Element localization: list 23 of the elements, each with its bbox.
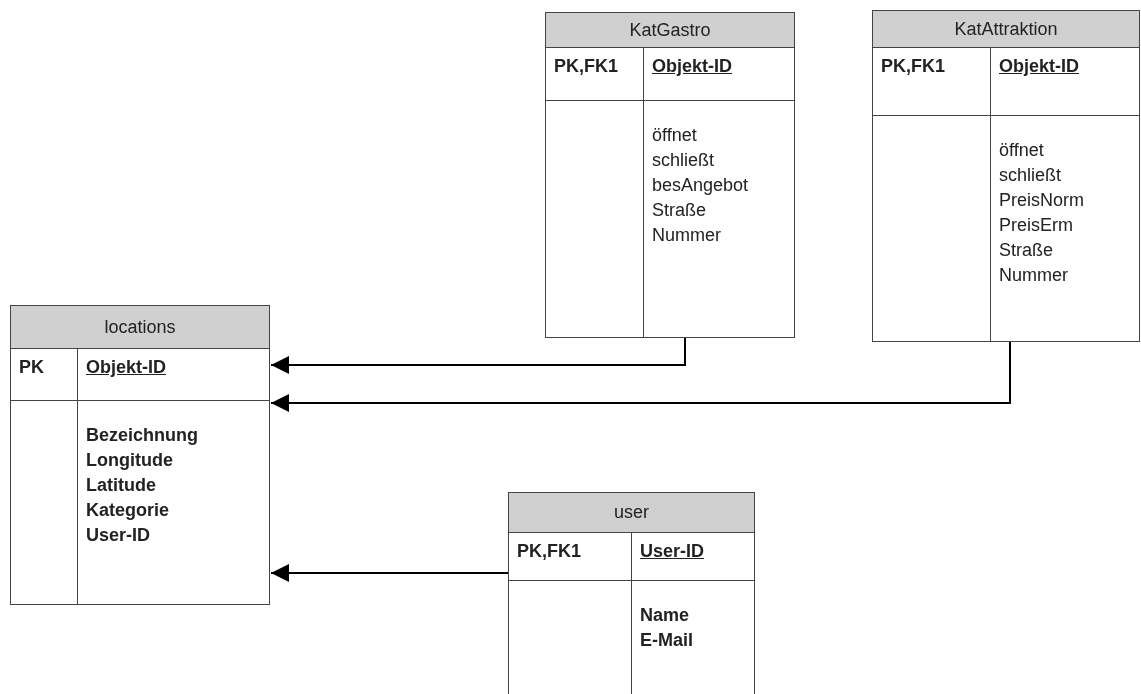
- arrow: [270, 341, 1011, 412]
- primary-key-field: User-ID: [640, 541, 705, 561]
- table-header: KatGastro: [546, 13, 794, 48]
- key-type-label: PK,FK1: [517, 541, 581, 561]
- key-type-label: PK: [19, 357, 44, 377]
- primary-key-field: Objekt-ID: [86, 357, 166, 377]
- table-header: locations: [11, 306, 269, 349]
- arrow: [270, 564, 509, 582]
- primary-key-field: Objekt-ID: [652, 56, 732, 76]
- entity-table: [872, 10, 1140, 342]
- primary-key-field: Objekt-ID: [999, 56, 1079, 76]
- key-type-label: PK,FK1: [554, 56, 618, 76]
- entity-table: [10, 305, 270, 605]
- key-type-label: PK,FK1: [881, 56, 945, 76]
- entity-table: [545, 12, 795, 338]
- attribute-list: Bezeichnung Longitude Latitude Kategorie User-ID: [86, 423, 198, 548]
- entity-table: [508, 492, 755, 694]
- table-header: user: [509, 493, 754, 533]
- table-header: KatAttraktion: [873, 11, 1139, 48]
- attribute-list: öffnet schließt besAngebot Straße Nummer: [652, 123, 749, 248]
- arrow: [270, 337, 686, 374]
- attribute-list: öffnet schließt PreisNorm PreisErm Straße Nummer: [999, 138, 1084, 288]
- attribute-list: Name E-Mail: [640, 603, 693, 653]
